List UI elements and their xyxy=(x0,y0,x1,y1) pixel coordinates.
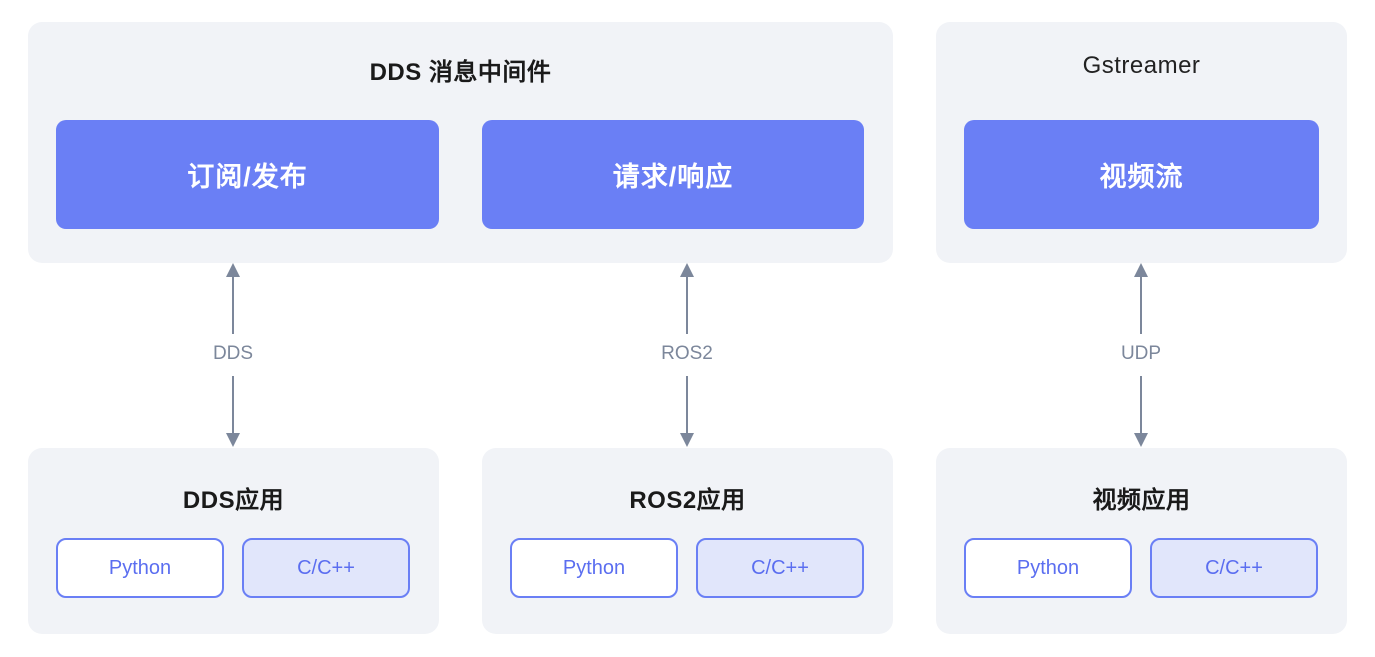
udp-connector-label: UDP xyxy=(1081,334,1201,374)
pub-sub-block: 订阅/发布 xyxy=(56,120,439,229)
ros2-app-title: ROS2应用 xyxy=(629,487,746,514)
dds-app-panel: DDS应用 Python C/C++ xyxy=(28,448,439,634)
python-tag: Python xyxy=(510,538,678,598)
dds-app-title: DDS应用 xyxy=(182,487,285,514)
dds-connector-label: DDS xyxy=(173,334,293,374)
video-stream-block: 视频流 xyxy=(964,120,1319,229)
dds-middleware-title: DDS 消息中间件 xyxy=(369,59,552,86)
video-app-panel: 视频应用 Python C/C++ xyxy=(936,448,1347,634)
ros2-app-panel: ROS2应用 Python C/C++ xyxy=(482,448,893,634)
gstreamer-panel: Gstreamer 视频流 xyxy=(936,22,1347,263)
cpp-tag: C/C++ xyxy=(696,538,864,598)
python-tag: Python xyxy=(964,538,1132,598)
ros2-connector-label: ROS2 xyxy=(627,334,747,374)
dds-middleware-panel: DDS 消息中间件 订阅/发布 请求/响应 xyxy=(28,22,893,263)
cpp-tag: C/C++ xyxy=(1150,538,1318,598)
request-response-block: 请求/响应 xyxy=(482,120,864,229)
python-tag: Python xyxy=(56,538,224,598)
video-app-title: 视频应用 xyxy=(1092,487,1191,514)
gstreamer-title: Gstreamer xyxy=(1082,52,1201,79)
cpp-tag: C/C++ xyxy=(242,538,410,598)
